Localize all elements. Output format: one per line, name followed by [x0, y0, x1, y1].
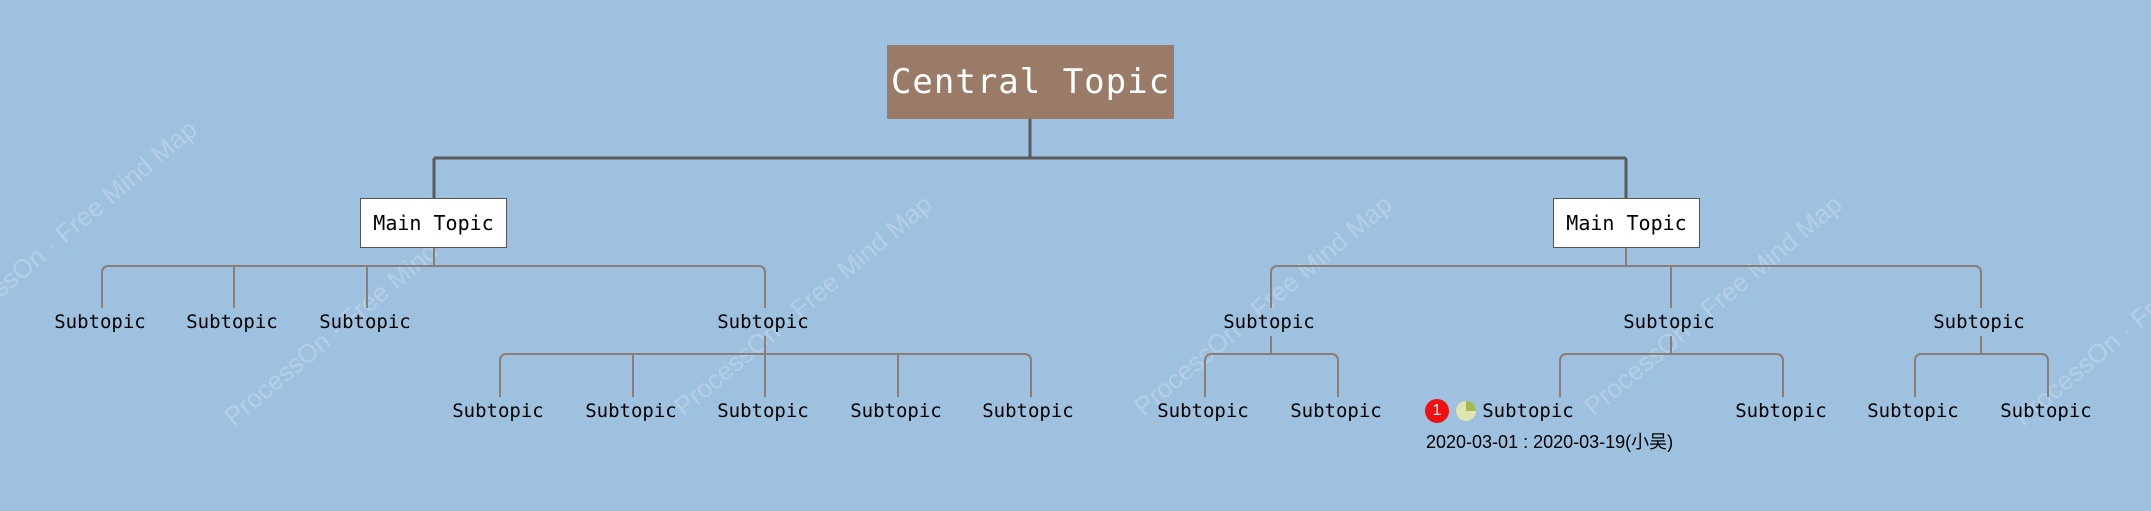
subtopic[interactable]: Subtopic: [1919, 308, 2039, 336]
subtopic-label: Subtopic: [2000, 400, 2092, 422]
subtopic[interactable]: Subtopic: [438, 397, 558, 425]
subtopic-label: Subtopic: [1933, 311, 2025, 333]
task-markers: 1: [1425, 397, 1477, 425]
subtopic-label: Subtopic: [850, 400, 942, 422]
subtopic-label: Subtopic: [1482, 400, 1574, 422]
subtopic[interactable]: Subtopic: [1721, 397, 1841, 425]
left-sub-bar: [101, 265, 766, 308]
subtopic-label: Subtopic: [585, 400, 677, 422]
right-sub3-children-bar: [1914, 353, 2049, 397]
main-connectors: [432, 119, 1628, 198]
right-sub1-children-bar: [1204, 353, 1339, 397]
subtopic[interactable]: Subtopic: [40, 308, 160, 336]
subtopic-label: Subtopic: [1157, 400, 1249, 422]
priority-1-icon: 1: [1425, 399, 1449, 423]
priority-number: 1: [1432, 402, 1442, 419]
subtopic[interactable]: Subtopic: [571, 397, 691, 425]
subtopic-label: Subtopic: [717, 400, 809, 422]
subtopic[interactable]: Subtopic: [1143, 397, 1263, 425]
subtopic[interactable]: Subtopic: [836, 397, 956, 425]
subtopic-label: Subtopic: [186, 311, 278, 333]
main-topic-left[interactable]: Main Topic: [360, 198, 507, 248]
main-topic-right[interactable]: Main Topic: [1553, 198, 1700, 248]
right-sub2-children-bar: [1559, 353, 1784, 397]
right-sub-bar: [1270, 265, 1982, 308]
subtopic-label: Subtopic: [982, 400, 1074, 422]
subtopic[interactable]: Subtopic: [1468, 397, 1588, 425]
central-topic-label: Central Topic: [890, 62, 1171, 102]
subtopic-label: Subtopic: [1223, 311, 1315, 333]
subtopic-label: Subtopic: [717, 311, 809, 333]
main-topic-label: Main Topic: [373, 211, 494, 235]
subtopic[interactable]: Subtopic: [1209, 308, 1329, 336]
central-topic[interactable]: Central Topic: [887, 45, 1174, 119]
sub-connectors: [101, 248, 2049, 397]
task-date-text: 2020-03-01 : 2020-03-19(小吴): [1426, 432, 1674, 452]
progress-pie-icon: [1456, 401, 1476, 421]
subtopic-label: Subtopic: [1623, 311, 1715, 333]
subtopic[interactable]: Subtopic: [1853, 397, 1973, 425]
subtopic-label: Subtopic: [1735, 400, 1827, 422]
subtopic[interactable]: Subtopic: [703, 397, 823, 425]
subtopic[interactable]: Subtopic: [172, 308, 292, 336]
subtopic-label: Subtopic: [1867, 400, 1959, 422]
subtopic[interactable]: Subtopic: [968, 397, 1088, 425]
subtopic[interactable]: Subtopic: [1986, 397, 2106, 425]
subtopic[interactable]: Subtopic: [703, 308, 823, 336]
subtopic[interactable]: Subtopic: [305, 308, 425, 336]
subtopic-label: Subtopic: [319, 311, 411, 333]
task-date-range: 2020-03-01 : 2020-03-19(小吴): [1426, 428, 1673, 454]
subtopic[interactable]: Subtopic: [1609, 308, 1729, 336]
subtopic-label: Subtopic: [54, 311, 146, 333]
subtopic-label: Subtopic: [452, 400, 544, 422]
subtopic-label: Subtopic: [1290, 400, 1382, 422]
subtopic[interactable]: Subtopic: [1276, 397, 1396, 425]
main-topic-label: Main Topic: [1566, 211, 1687, 235]
